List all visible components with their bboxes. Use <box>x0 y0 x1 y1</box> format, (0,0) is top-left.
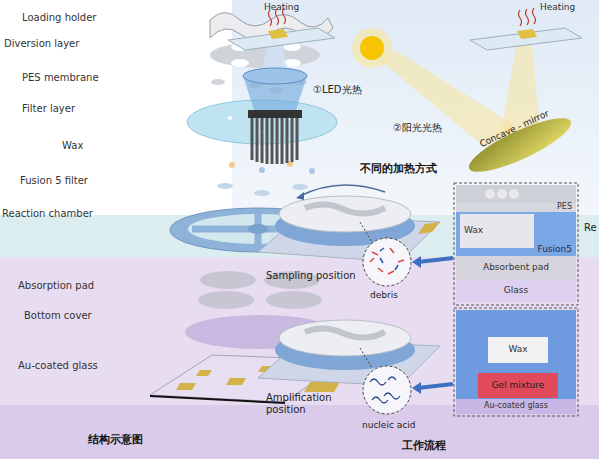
sampling-device-art-part <box>497 189 507 199</box>
part-label: Heating <box>540 2 575 12</box>
layer-band: PES <box>456 203 576 212</box>
part-label: Filter layer <box>22 103 75 115</box>
absorption-pad-art-part <box>266 291 322 309</box>
sampling-device-art-part <box>418 222 440 234</box>
amplification-device-art-part <box>360 348 372 368</box>
part-label: 工作流程 <box>402 440 446 453</box>
layer-label: Wax <box>464 226 483 236</box>
sampling-device-art-part <box>300 185 385 196</box>
part-label: Diversion layer <box>4 38 79 50</box>
pes-discs-part <box>211 79 225 85</box>
fusion5-discs <box>217 183 308 196</box>
led-heating-art-part <box>243 68 307 84</box>
reaction-chamber-art-part <box>248 224 268 234</box>
sampling-device-art-part <box>412 256 421 268</box>
part-label: 结构示意图 <box>88 434 143 447</box>
fusion5-discs-part <box>217 183 233 189</box>
sampling-device-art-part <box>296 192 304 200</box>
amplification-device-art-part <box>456 310 576 399</box>
sampling-device-art-part <box>360 222 372 242</box>
solar-heating-art-part <box>517 29 537 39</box>
amplification-device-art-part <box>363 366 411 414</box>
absorption-pad-art-part <box>198 291 254 309</box>
layer-label: Gel mixture <box>492 381 545 391</box>
wax-dots-part <box>259 167 265 173</box>
absorption-pad-art-part <box>200 271 256 289</box>
au-glass-art-part <box>196 370 212 376</box>
sampling-device-art-part <box>456 185 576 203</box>
part-label: Bottom cover <box>24 310 92 322</box>
fusion5-discs-part <box>292 184 308 190</box>
sampling-device-art-part <box>279 196 411 232</box>
sampling-device-art-part <box>509 189 519 199</box>
layer-band: Gel mixture <box>478 373 558 398</box>
layer-label: Glass <box>504 286 528 296</box>
sampling-device-art-part <box>380 248 398 270</box>
layer-label: Wax <box>508 345 527 355</box>
part-label: 不同的加热方式 <box>360 163 437 176</box>
sampling-device-art-part <box>418 258 453 262</box>
sampling-device-art <box>258 183 578 305</box>
au-glass-art-part <box>176 383 196 390</box>
layer-label: PES <box>557 203 572 212</box>
part-label: Reaction chamber <box>2 208 93 220</box>
part-label: ①LED光热 <box>313 84 362 96</box>
amplification-device-art <box>258 308 578 416</box>
layer-label: Absorbent pad <box>483 263 549 273</box>
amplification-device-art-part <box>412 382 421 394</box>
part-label: Amplification position <box>266 392 346 415</box>
layer-band: Glass <box>456 280 576 302</box>
au-glass-art-part <box>226 378 246 385</box>
filter-layer-art-part <box>228 116 232 120</box>
solar-heating-art-part <box>463 109 576 182</box>
part-label: Heating <box>264 2 299 12</box>
amplification-device-art-part <box>454 308 578 416</box>
solar-heating-art <box>352 8 582 181</box>
diversion-layer-art-part <box>231 59 249 67</box>
part-label: debris <box>370 290 398 300</box>
part-label: ②阳光光热 <box>393 122 442 134</box>
sampling-device-art-part <box>370 248 404 274</box>
part-label: Re <box>584 222 597 234</box>
led-heating-art-part <box>252 118 297 164</box>
layer-label: Fusion5 <box>537 245 572 255</box>
layer-label: Au-coated glass <box>484 402 548 411</box>
part-label: Loading holder <box>22 12 96 24</box>
background-bands-part <box>0 257 599 407</box>
fusion5-discs-part <box>254 190 270 196</box>
au-glass-art-part <box>304 382 340 392</box>
led-heating-art-part <box>268 29 288 39</box>
part-label: Sampling position <box>266 270 356 282</box>
part-label: Fusion 5 filter <box>20 175 88 187</box>
solar-heating-art-part <box>519 8 536 26</box>
part-label: PES membrane <box>22 72 99 84</box>
layer-band: Wax <box>460 214 534 248</box>
layer-band: Fusion5 Wax <box>456 212 576 256</box>
part-label: Wax <box>62 140 83 152</box>
amplification-device-art-part <box>370 377 400 403</box>
layer-band: Au-coated glass <box>456 399 576 414</box>
layer-band: Absorbent pad <box>456 256 576 280</box>
sampling-device-art-part <box>454 183 578 305</box>
wax-dots-part <box>309 168 315 174</box>
part-label: Au-coated glass <box>18 360 98 372</box>
led-heating-art-part <box>248 110 302 118</box>
amplification-device-art-part <box>418 384 453 388</box>
solar-heating-art-part <box>360 36 384 60</box>
part-label: nucleic acid <box>362 420 415 430</box>
sampling-device-art-part <box>485 189 495 199</box>
sampling-device-art-part <box>363 238 411 286</box>
amplification-device-art-part <box>279 320 411 356</box>
solar-heating-art-part <box>470 28 582 50</box>
layer-band: Wax <box>488 337 548 363</box>
sampling-device-art-part <box>305 204 385 213</box>
amplification-device-art-part <box>305 328 385 337</box>
part-label: Absorption pad <box>18 280 94 292</box>
led-heating-art-part <box>228 28 335 50</box>
wax-dots-part <box>229 162 235 168</box>
au-glass-art-part <box>150 396 285 403</box>
